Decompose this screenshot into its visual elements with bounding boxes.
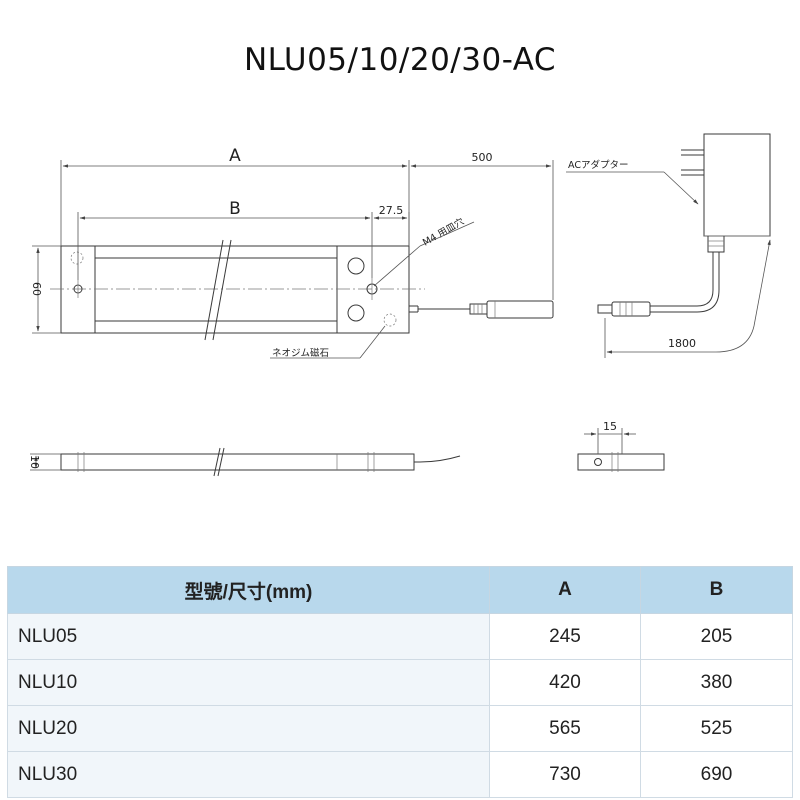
dim-27-5-label: 27.5 <box>379 204 404 217</box>
dc-jack-connector <box>486 300 554 319</box>
dimension-b: B <box>77 199 373 280</box>
light-bar-side-view: 10 <box>28 447 461 477</box>
dimension-27-5: 27.5 <box>373 204 410 246</box>
table-row: NLU05 245 205 <box>7 613 793 660</box>
header-model-size: 型號/尺寸(mm) <box>7 566 490 614</box>
dimension-1800: 1800 <box>604 239 771 358</box>
end-hole <box>594 458 602 466</box>
table-header-row: 型號/尺寸(mm) A B <box>7 566 793 614</box>
adapter-strain-relief <box>707 236 725 253</box>
model-cell: NLU05 <box>7 613 490 660</box>
cable-strain-relief <box>469 303 488 315</box>
adapter-body <box>703 133 771 237</box>
dim-1800-label: 1800 <box>668 337 696 350</box>
magnet-note: ネオジム磁石 <box>270 325 386 359</box>
magnet-note-label: ネオジム磁石 <box>272 347 329 359</box>
end-outline <box>577 453 665 471</box>
dim-15-label: 15 <box>603 420 617 433</box>
b-cell: 380 <box>640 659 793 706</box>
dim-500-label: 500 <box>472 151 493 164</box>
model-cell: NLU10 <box>7 659 490 706</box>
dc-plug-tip <box>597 304 613 314</box>
dimension-a: A <box>60 146 410 246</box>
a-cell: 420 <box>489 659 641 706</box>
a-cell: 565 <box>489 705 641 752</box>
header-b: B <box>640 566 793 614</box>
dim-a-label: A <box>229 146 241 166</box>
light-bar-end-view: 15 <box>577 420 665 472</box>
dim-60-label: 60 <box>30 282 43 296</box>
ac-adapter: ACアダプター <box>566 133 771 317</box>
dim-b-label: B <box>229 199 241 219</box>
a-cell: 730 <box>489 751 641 798</box>
table-row: NLU20 565 525 <box>7 705 793 752</box>
model-cell: NLU20 <box>7 705 490 752</box>
dimension-drawing: A 500 B 27.5 M4 用皿穴 60 ネオジム磁石 <box>28 133 771 477</box>
m4-note-label: M4 用皿穴 <box>421 215 467 249</box>
header-a: A <box>489 566 641 614</box>
b-cell: 205 <box>640 613 793 660</box>
light-bar-top-view <box>50 239 554 341</box>
model-cell: NLU30 <box>7 751 490 798</box>
side-outline <box>60 453 415 471</box>
dc-plug <box>611 301 651 317</box>
bar-outline <box>60 245 410 334</box>
dimension-60: 60 <box>30 245 61 334</box>
m4-note: M4 用皿穴 <box>373 215 475 287</box>
magnet-bottom <box>347 304 365 322</box>
b-cell: 525 <box>640 705 793 752</box>
dim-10-label: 10 <box>28 455 41 469</box>
magnet-top <box>347 257 365 275</box>
table-row: NLU10 420 380 <box>7 659 793 706</box>
side-cable <box>419 455 461 463</box>
table-row: NLU30 730 690 <box>7 751 793 798</box>
b-cell: 690 <box>640 751 793 798</box>
dimension-500: 500 <box>410 151 554 300</box>
adapter-note-label: ACアダプター <box>568 159 628 171</box>
break-line <box>204 239 224 341</box>
page-title: NLU05/10/20/30-AC <box>243 42 557 78</box>
dimension-table: 型號/尺寸(mm) A B NLU05 245 205 NLU10 420 38… <box>7 566 793 798</box>
mount-hole <box>70 251 84 265</box>
a-cell: 245 <box>489 613 641 660</box>
